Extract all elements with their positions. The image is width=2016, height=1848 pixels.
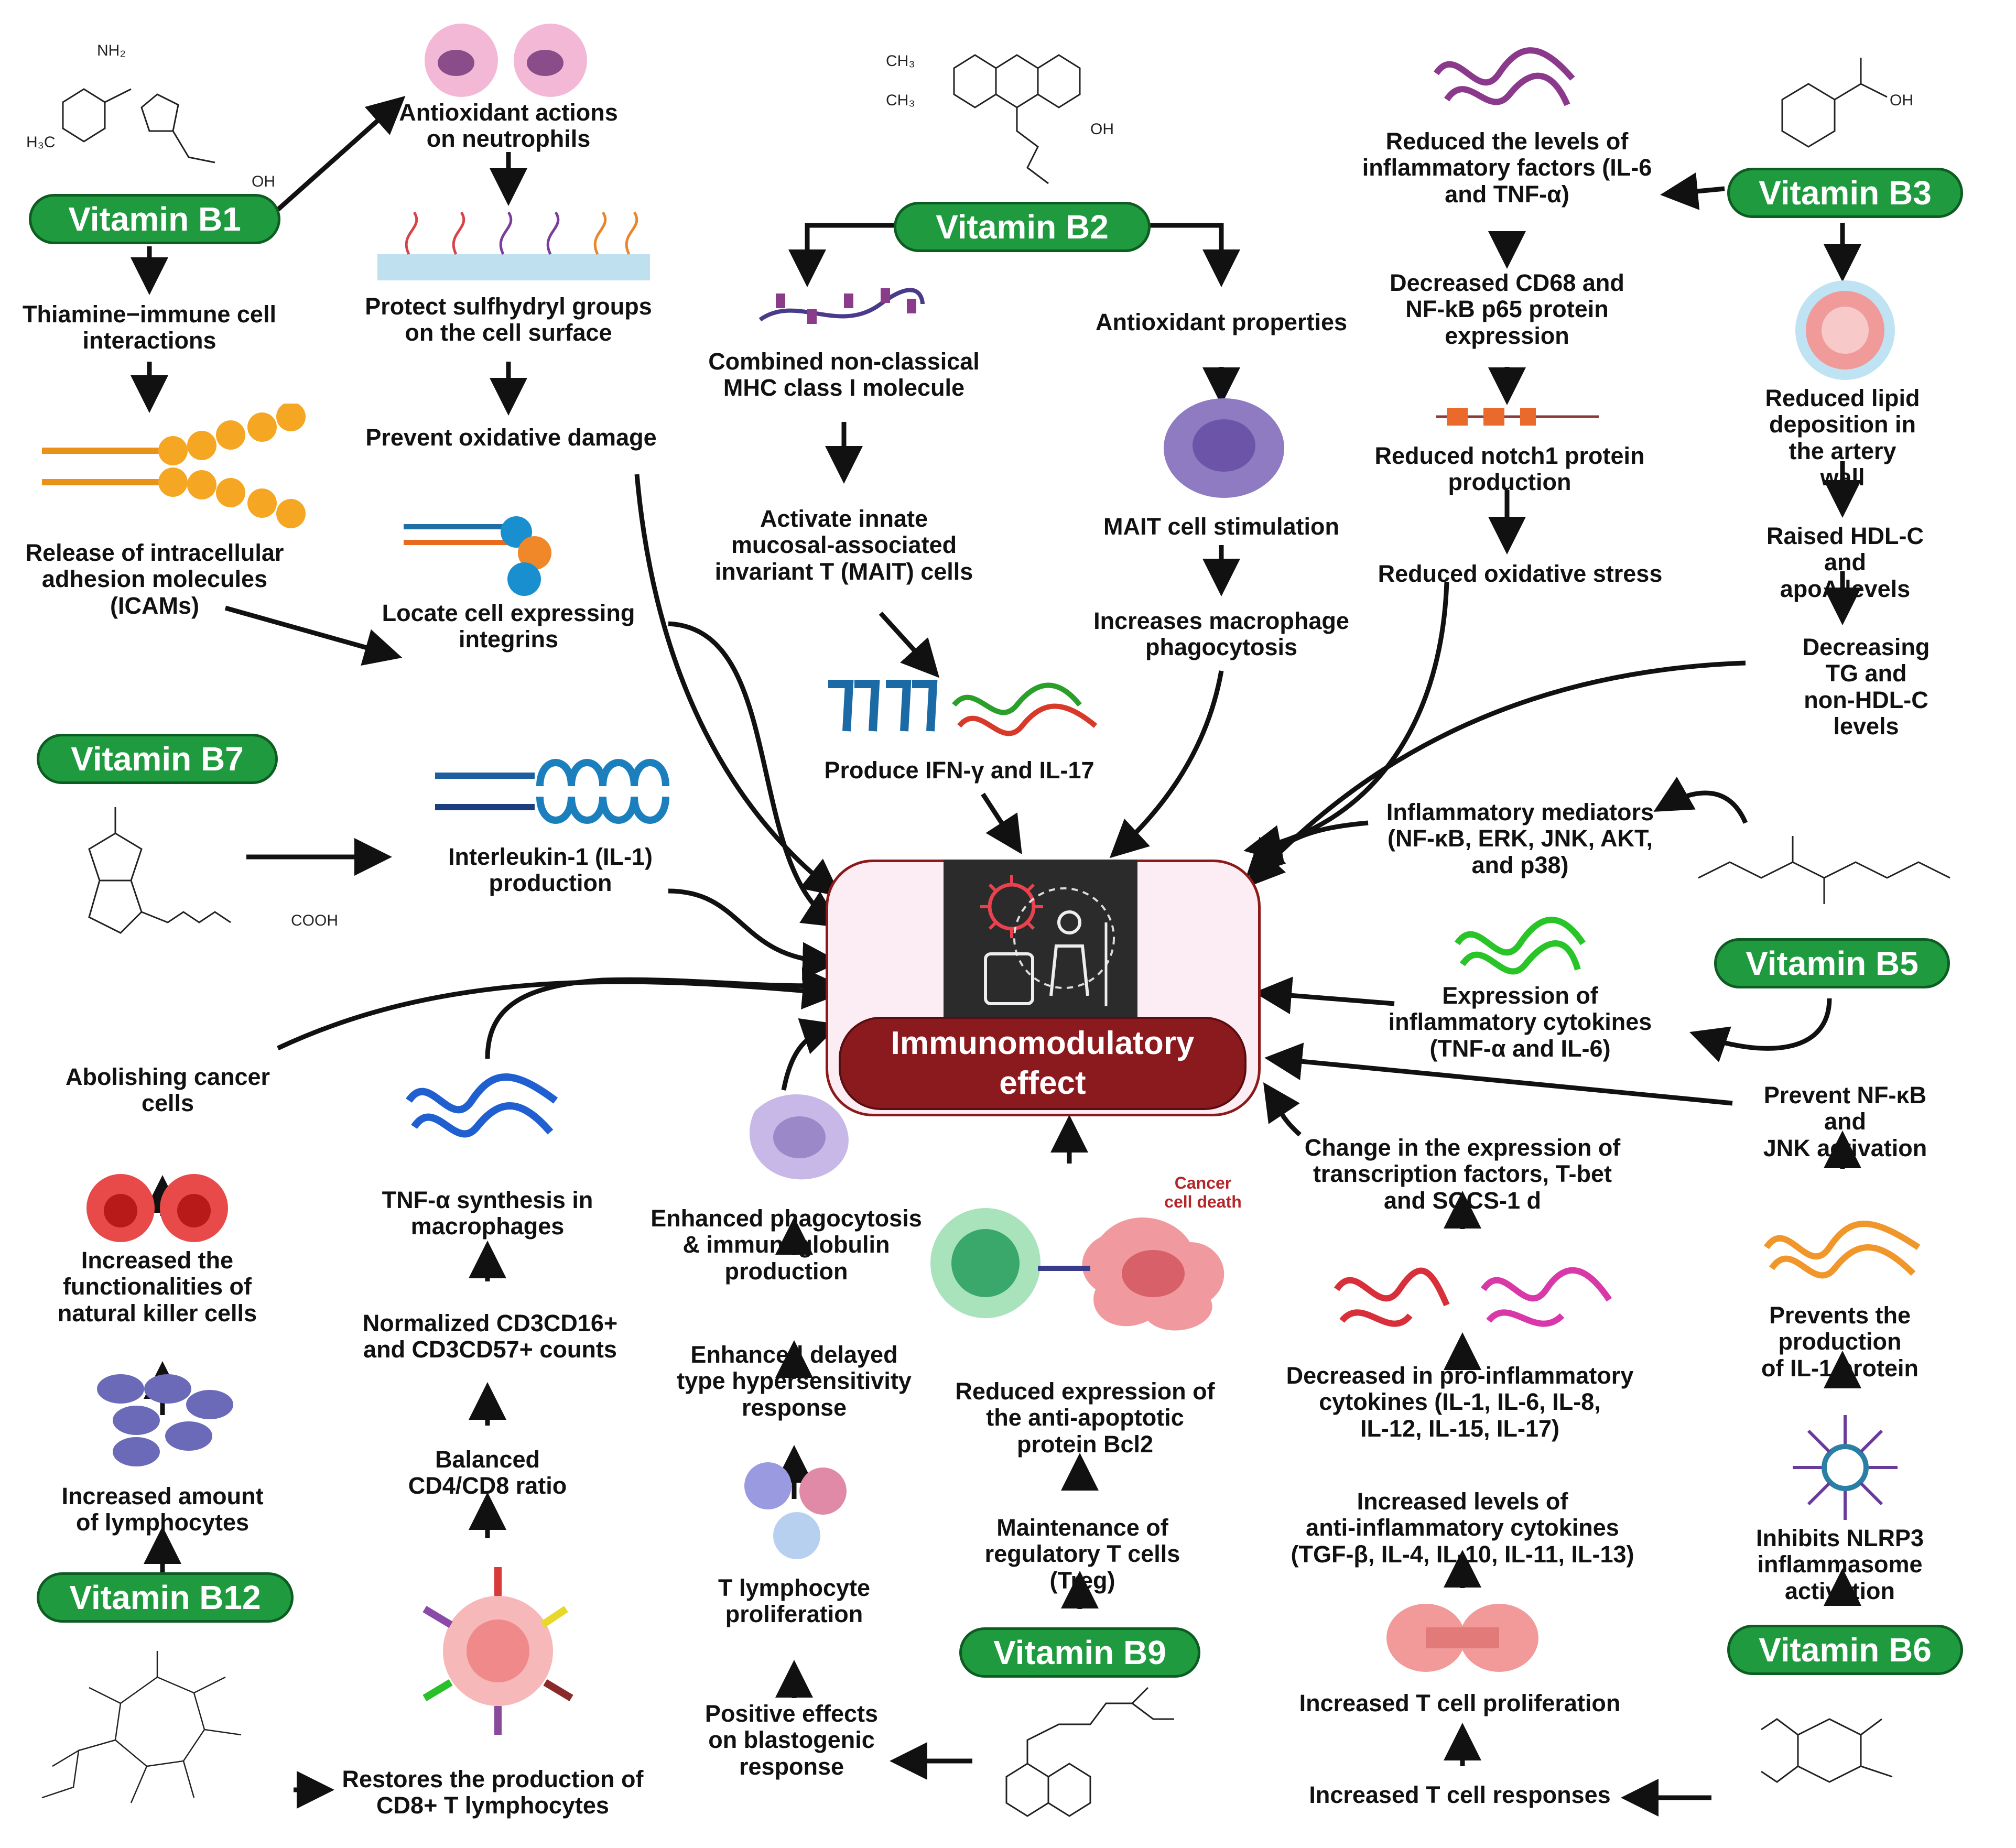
thiamine-structure-icon: [62, 88, 215, 164]
b1-oxidative-text: Prevent oxidative damage: [365, 424, 657, 451]
vitamin-b2-pill: Vitamin B2: [894, 202, 1151, 252]
chem-label: COOH: [291, 912, 338, 929]
vitamin-b5-pill: Vitamin B5: [1714, 938, 1950, 988]
pantothenic-acid-structure-icon: [1698, 836, 1950, 904]
b2-mait-stim-text: MAIT cell stimulation: [1103, 513, 1340, 540]
b1-icams-text: Release of intracellular adhesion molecu…: [25, 539, 284, 619]
pyridoxine-structure-icon: [1761, 1718, 1893, 1783]
t-lymphocytes-icon: [744, 1462, 847, 1559]
chem-label: H₃C: [26, 134, 56, 151]
nk-cells-icon: [86, 1174, 228, 1242]
chem-label: OH: [1890, 92, 1913, 109]
chem-label: NH₂: [97, 42, 126, 59]
notch1-protein-icon: [1436, 408, 1599, 426]
b9-blasto-text: Positive effects on blastogenic response: [704, 1700, 879, 1780]
b1-thiamine-text: Thiamine−immune cell interactions: [23, 301, 276, 354]
biotin-structure-icon: [88, 807, 231, 934]
b9-bcl2-text: Reduced expression of the anti-apoptotic…: [955, 1378, 1215, 1458]
tnf-protein-icon: [406, 1073, 558, 1138]
b3-notch-text: Reduced notch1 protein production: [1374, 442, 1645, 496]
cell-membrane-icon: [377, 211, 650, 280]
b12-nk-text: Increased the functionalities of natural…: [57, 1247, 257, 1327]
virus-patient-icon: [944, 860, 1137, 1022]
nlrp3-inflammasome-icon: [1793, 1415, 1898, 1520]
cd8-t-cell-icon: [422, 1567, 573, 1735]
vitamin-b9-pill: Vitamin B9: [959, 1627, 1200, 1678]
b6-tprolif-text: Increased T cell proliferation: [1299, 1690, 1621, 1716]
cancer-cell-death-icon: [930, 1208, 1224, 1331]
b3-oxstress-text: Reduced oxidative stress: [1378, 560, 1663, 587]
b6-il1-text: Prevents the production of IL-1 protein: [1761, 1302, 1919, 1382]
b9-dth-text: Enhanced delayed type hypersensitivity r…: [677, 1341, 912, 1421]
cobalamin-structure-icon: [41, 1651, 242, 1803]
lymphocytes-icon: [97, 1374, 233, 1466]
b12-cd8-text: Restores the production of CD8+ T lympho…: [342, 1766, 644, 1819]
b2-ifn-text: Produce IFN-γ and IL-17: [824, 757, 1094, 784]
vitamin-b7-pill: Vitamin B7: [37, 734, 278, 784]
b12-tnf-text: TNF-α synthesis in macrophages: [382, 1187, 593, 1240]
vitamin-b12-pill: Vitamin B12: [37, 1572, 294, 1623]
folic-acid-structure-icon: [1005, 1687, 1174, 1817]
center-title: Immunomodulatory effect: [839, 1017, 1247, 1110]
b2-mhc-text: Combined non-classical MHC class I molec…: [708, 348, 980, 401]
b6-tbet-text: Change in the expression of transcriptio…: [1304, 1134, 1621, 1214]
vitamin-b6-pill: Vitamin B6: [1727, 1625, 1963, 1675]
b12-cd3-text: Normalized CD3CD16+ and CD3CD57+ counts: [362, 1310, 618, 1363]
b5-cytokines-text: Expression of inflammatory cytokines (TN…: [1388, 982, 1652, 1062]
inflammatory-factor-protein-icon: [1434, 47, 1575, 106]
b7-il1-text: Interleukin-1 (IL-1) production: [448, 843, 653, 897]
b3-inflam-text: Reduced the levels of inflammatory facto…: [1362, 128, 1652, 208]
b2-antioxidant-text: Antioxidant properties: [1095, 309, 1348, 335]
dividing-t-cell-icon: [1386, 1604, 1538, 1672]
b1-neutrophils-text: Antioxidant actions on neutrophils: [399, 99, 618, 153]
b1-sulfhydryl-text: Protect sulfhydryl groups on the cell su…: [365, 293, 652, 346]
cytokine-proteins-icon: [1334, 1267, 1612, 1327]
niacin-structure-icon: [1781, 58, 1888, 148]
b12-lymph-text: Increased amount of lymphocytes: [61, 1483, 264, 1536]
riboflavin-structure-icon: [953, 54, 1081, 184]
b6-antiinflam-text: Increased levels of anti-inflammatory cy…: [1291, 1488, 1634, 1568]
neutrophil-cells-icon: [425, 24, 587, 97]
b2-mait-activate-text: Activate innate mucosal-associated invar…: [714, 505, 973, 585]
b5-mediators-text: Inflammatory mediators (NF-κB, ERK, JNK,…: [1386, 799, 1654, 878]
mait-cell-icon: [1164, 398, 1284, 498]
chem-label: OH: [1090, 121, 1114, 138]
b3-hdl-text: Raised HDL-C and apoA levels: [1766, 523, 1924, 602]
vitamin-b1-pill: Vitamin B1: [29, 194, 280, 244]
il1-protein-icon: [1764, 1221, 1921, 1279]
b12-cancer-text: Abolishing cancer cells: [65, 1063, 270, 1117]
chem-label: CH₃: [886, 52, 915, 70]
icam-molecules-icon: [42, 404, 306, 528]
b3-cd68-text: Decreased CD68 and NF-kB p65 protein exp…: [1390, 269, 1624, 349]
b2-phago-text: Increases macrophage phagocytosis: [1093, 607, 1349, 661]
b6-proinflam-text: Decreased in pro-inflammatory cytokines …: [1286, 1362, 1634, 1442]
il1-receptor-icon: [435, 759, 669, 824]
vitamin-b3-pill: Vitamin B3: [1727, 168, 1963, 218]
b1-integrins-text: Locate cell expressing integrins: [382, 600, 635, 653]
b12-cd4-text: Balanced CD4/CD8 ratio: [408, 1446, 567, 1499]
b6-nlrp3-text: Inhibits NLRP3 inflammasome activation: [1755, 1525, 1924, 1604]
macrophage-icon: [749, 1094, 849, 1180]
cytokine-protein-icon: [1455, 917, 1586, 975]
b6-nfkb-text: Prevent NF-κB and JNK activation: [1763, 1082, 1927, 1161]
b6-tresp-text: Increased T cell responses: [1309, 1781, 1611, 1808]
b9-cancer-death-text: Cancer cell death: [1164, 1173, 1242, 1211]
ifn-protein-icon: [828, 680, 1098, 736]
b3-tg-text: Decreasing TG and non-HDL-C levels: [1802, 634, 1930, 740]
chem-label: OH: [252, 173, 275, 190]
b9-phago-text: Enhanced phagocytosis & immunoglobulin p…: [651, 1205, 922, 1285]
integrin-icon: [404, 516, 551, 596]
artery-icon: [1795, 280, 1895, 380]
b3-lipid-text: Reduced lipid deposition in the artery w…: [1765, 385, 1920, 491]
chem-label: CH₃: [886, 92, 915, 109]
mhc-molecule-icon: [758, 288, 925, 324]
b9-treg-text: Maintenance of regulatory T cells (Treg): [984, 1514, 1180, 1594]
b9-tlymph-text: T lymphocyte proliferation: [718, 1574, 871, 1628]
